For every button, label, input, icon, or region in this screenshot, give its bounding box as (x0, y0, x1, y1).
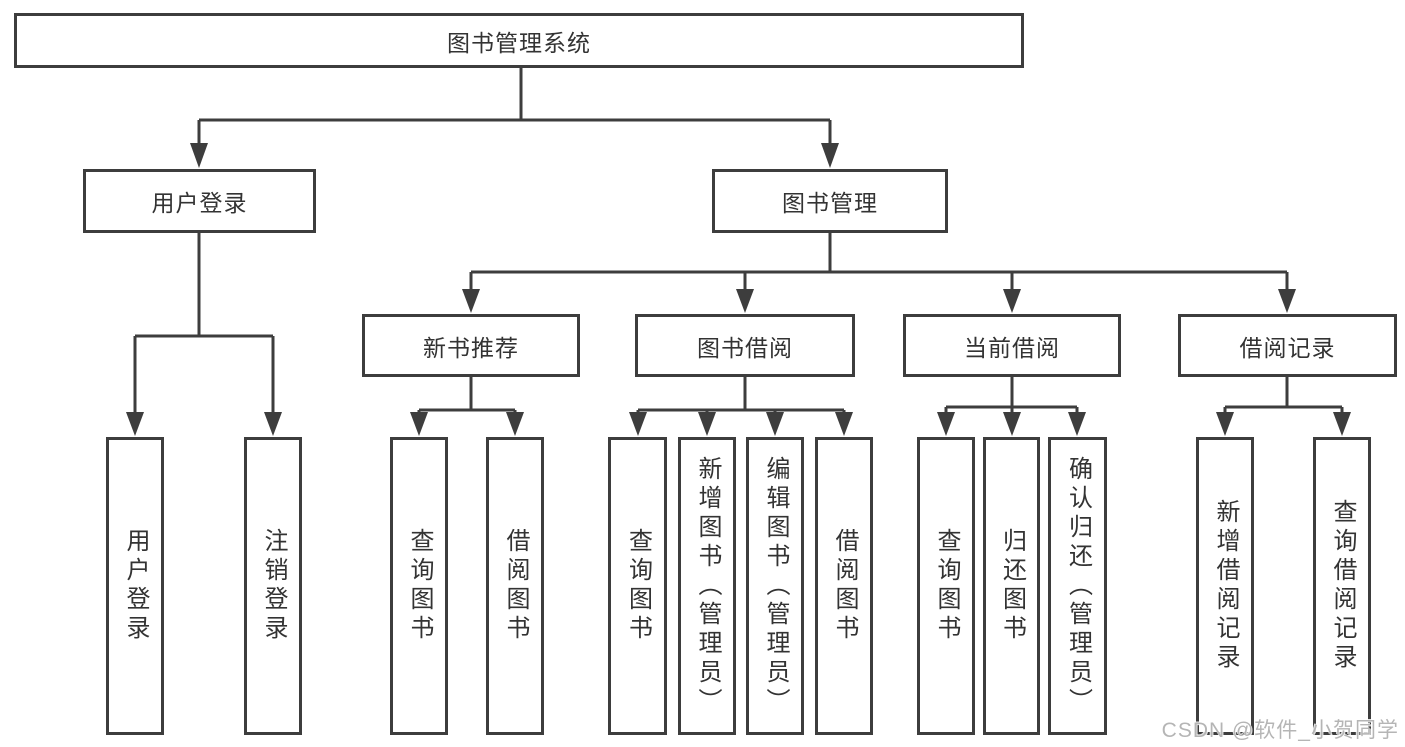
node-borrowing-records: 借阅记录 (1178, 314, 1397, 377)
node-leaf-user-login: 用户登录 (106, 437, 164, 735)
node-label: 查询图书 (933, 528, 960, 644)
node-label: 编辑图书（管理员） (762, 455, 789, 717)
node-leaf-borrow-books-recommend: 借阅图书 (486, 437, 544, 735)
node-leaf-edit-books-admin: 编辑图书（管理员） (746, 437, 804, 735)
node-label: 新增借阅记录 (1212, 499, 1239, 673)
node-label: 查询图书 (624, 528, 652, 644)
node-leaf-confirm-return-admin: 确认归还（管理员） (1048, 437, 1107, 735)
node-label: 归还图书 (998, 528, 1026, 644)
node-leaf-logout: 注销登录 (244, 437, 302, 735)
node-leaf-return-books: 归还图书 (983, 437, 1040, 735)
node-label: 查询借阅记录 (1329, 499, 1356, 673)
node-label: 借阅记录 (1239, 334, 1336, 361)
node-label: 图书管理 (782, 190, 878, 216)
node-leaf-query-books-recommend: 查询图书 (390, 437, 448, 735)
watermark-text: CSDN @软件_小贺同学 (1161, 719, 1399, 742)
node-book-management: 图书管理 (712, 169, 948, 233)
node-label: 查询图书 (406, 528, 433, 644)
node-label: 确认归还（管理员） (1064, 455, 1092, 717)
node-current-borrowing: 当前借阅 (903, 314, 1121, 377)
node-label: 新增图书（管理员） (694, 455, 721, 717)
node-user-login: 用户登录 (83, 169, 316, 233)
node-label: 图书借阅 (697, 334, 793, 361)
node-label: 用户登录 (122, 528, 149, 644)
node-label: 用户登录 (151, 190, 248, 216)
node-library-management-system: 图书管理系统 (14, 13, 1024, 68)
node-label: 借阅图书 (831, 528, 858, 644)
node-leaf-query-books-borrowing: 查询图书 (608, 437, 667, 735)
node-book-borrowing: 图书借阅 (635, 314, 855, 377)
arrowheads (126, 143, 1351, 436)
node-label: 当前借阅 (964, 334, 1060, 361)
node-new-book-recommend: 新书推荐 (362, 314, 580, 377)
node-label: 注销登录 (260, 528, 287, 644)
node-leaf-borrow-books: 借阅图书 (815, 437, 873, 735)
node-leaf-query-borrow-record: 查询借阅记录 (1313, 437, 1371, 735)
node-label: 借阅图书 (502, 528, 529, 644)
node-label: 新书推荐 (423, 334, 519, 361)
node-leaf-query-books-current: 查询图书 (917, 437, 975, 735)
node-label: 图书管理系统 (447, 29, 591, 56)
node-leaf-add-borrow-record: 新增借阅记录 (1196, 437, 1254, 735)
node-leaf-add-books-admin: 新增图书（管理员） (678, 437, 736, 735)
